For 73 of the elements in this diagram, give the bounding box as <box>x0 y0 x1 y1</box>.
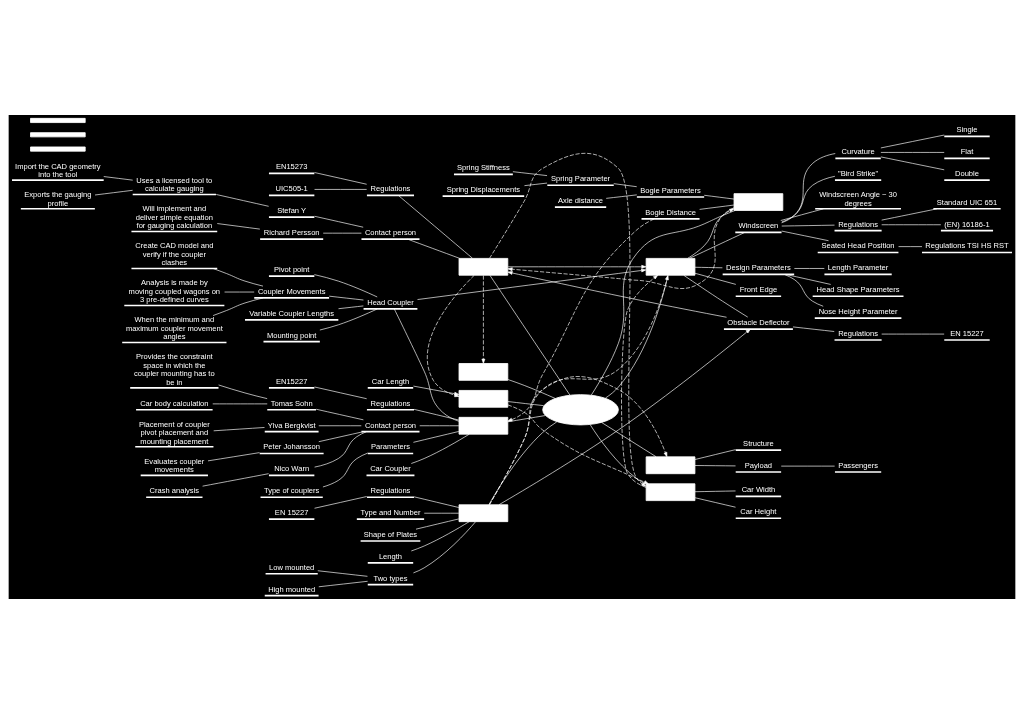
node-text: Regulations <box>370 398 411 408</box>
node-text: Provides the constraint space in which the coupler mounting has to be in <box>134 352 215 387</box>
node-text: "Bird Strike" <box>837 169 879 179</box>
node-text: Coupler Movements <box>257 286 326 296</box>
node-text: Create CAD model and verify if the coupler clashes <box>135 241 214 268</box>
node-text: Contact person <box>364 228 417 238</box>
node-text: Regulations <box>838 219 878 229</box>
node-text: Placement of coupler pivot placement and mounting placement <box>138 419 210 446</box>
node-text: Spring Displacements <box>446 185 521 195</box>
node-text: Type of couplers <box>263 486 320 496</box>
node-text: Length Parameter <box>827 263 889 273</box>
node-text: Obstacle Deflector <box>727 318 790 327</box>
node-text: Car Coupler <box>370 464 411 474</box>
node-text: Seated Head Position <box>821 241 895 251</box>
node-text: Passengers <box>838 460 878 470</box>
node-text: Import the CAD geometry into the tool <box>15 161 101 179</box>
node-text: High mounted <box>268 584 316 594</box>
node-text: UIC505-1 <box>275 184 308 194</box>
node-text: Windscreen <box>738 221 779 231</box>
node-text: Single <box>956 125 978 135</box>
node-text: Head Shape Parameters <box>816 285 900 295</box>
node-text: Spring Stiffness <box>457 163 510 173</box>
node-text: Spring Parameter <box>550 174 611 184</box>
node-text: Mounting point <box>266 330 317 340</box>
node-text: Low mounted <box>269 562 315 572</box>
node-text: Nico Warn <box>274 464 310 474</box>
node-text: Stefan Y <box>277 206 307 216</box>
node-text: Length <box>378 551 403 561</box>
node-text: Ylva Bergkvist <box>267 420 316 430</box>
node-text: Car Length <box>371 376 410 386</box>
node-text: Head Coupler <box>367 297 414 307</box>
node-text: Regulations TSI HS RST <box>925 241 1009 251</box>
node-text: Double <box>955 169 979 179</box>
node-text: Will implement and deliver simple equation for gauging calculation <box>135 204 213 231</box>
node-text: Uses a licensed tool to calculate gauging <box>136 175 213 194</box>
node-text: Flat <box>960 147 974 157</box>
node-text: Bogie Distance <box>645 207 696 217</box>
node-text: Standard UIC 651 <box>936 197 998 207</box>
node-text: Car Width <box>741 485 776 495</box>
node-text: Variable Coupler Lengths <box>249 308 334 318</box>
node-text: EN 15227 <box>274 508 309 518</box>
node-text: Front Edge <box>739 285 778 295</box>
node-text: Parameters <box>370 442 410 452</box>
node-text: Richard Persson <box>263 228 320 238</box>
node-text: Car Height <box>740 507 777 517</box>
node-text: Two types <box>373 573 408 583</box>
node-text: Regulations <box>370 184 411 194</box>
node-text: EN 15227 <box>950 328 984 338</box>
node-text: Nose Height Parameter <box>818 307 898 317</box>
node-text: Type and Number <box>360 508 421 518</box>
node-text: EN15227 <box>275 376 308 386</box>
node-text: Axle distance <box>558 196 603 206</box>
node-text: (EN) 16186-1 <box>944 219 990 229</box>
node-text: When the minimum and maximum coupler movement angles <box>125 315 223 342</box>
node-text: Contact person <box>364 420 417 430</box>
node-text: Evaluates coupler movements <box>144 456 205 475</box>
node-text: Exports the gauging profile <box>24 190 92 208</box>
node-text: Car body calculation <box>140 398 209 408</box>
node-text: Peter Johansson <box>263 442 320 452</box>
node-text: Structure <box>743 439 774 449</box>
node-text: Payload <box>744 460 773 470</box>
node-text: Regulations <box>370 486 411 496</box>
node-text: Crash analysis <box>149 486 200 496</box>
node-text: Pivot point <box>274 265 310 275</box>
node-text: Design Parameters <box>726 263 791 273</box>
node-text: Curvature <box>841 147 875 157</box>
node-text: Tomas Sohn <box>270 398 313 408</box>
node-text: EN15273 <box>275 162 308 172</box>
node-text: Bogie Parameters <box>640 185 701 195</box>
node-text: Windscreen Angle ~ 30 degrees <box>819 190 897 208</box>
node-text: Regulations <box>838 328 878 338</box>
node-text: Analysis is made by moving coupled wagons on 3 pre-defined curves <box>128 278 221 305</box>
node-text: Shape of Plates <box>363 529 418 539</box>
